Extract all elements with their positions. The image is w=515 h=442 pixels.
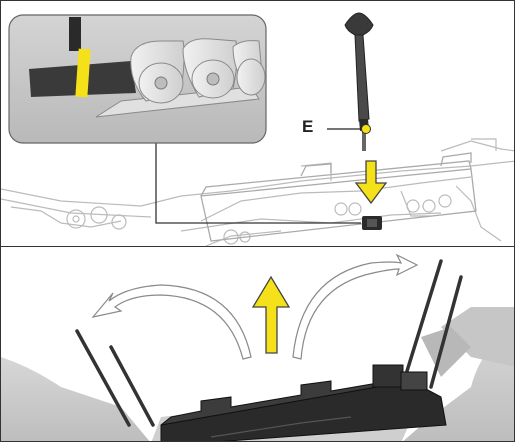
bottom-panel — [0, 246, 515, 442]
background-frame — [1, 138, 514, 247]
callout-label-e: E — [302, 117, 314, 136]
callout-dot — [361, 124, 371, 134]
bottom-panel-drawing — [1, 253, 514, 441]
leader-line — [155, 141, 361, 224]
screwdriver-icon — [344, 12, 374, 151]
detail-inset — [8, 14, 267, 144]
curved-arrow-right-icon — [292, 253, 419, 360]
battery-pack — [160, 364, 447, 441]
battery-box — [200, 152, 477, 242]
curved-arrow-left-icon — [91, 284, 252, 360]
top-panel-drawing — [1, 12, 514, 247]
down-arrow-icon — [354, 160, 388, 205]
top-panel: E — [0, 0, 515, 248]
up-arrow-icon — [251, 275, 291, 354]
strap-rods — [75, 259, 463, 427]
